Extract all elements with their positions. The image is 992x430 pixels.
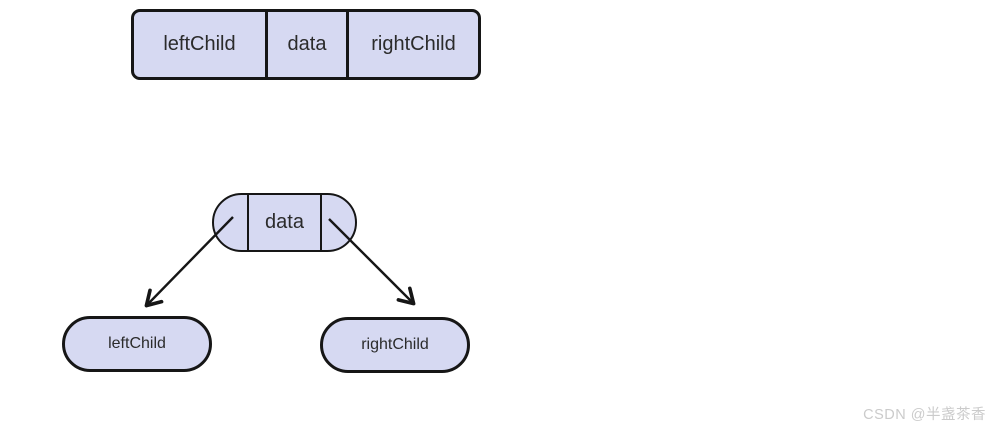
tree-root-node: data bbox=[212, 193, 357, 252]
csdn-watermark: CSDN @半盏茶香 bbox=[863, 407, 986, 423]
root-left-pointer-cell bbox=[214, 195, 247, 250]
left-child-node: leftChild bbox=[62, 316, 212, 372]
struct-cell-label: rightChild bbox=[371, 33, 456, 55]
root-data-label: data bbox=[265, 211, 304, 233]
left-child-label: leftChild bbox=[108, 335, 166, 352]
struct-cell-right-child: rightChild bbox=[349, 12, 478, 77]
right-child-label: rightChild bbox=[361, 336, 429, 353]
root-data-cell: data bbox=[247, 195, 322, 250]
struct-cell-data: data bbox=[268, 12, 349, 77]
struct-cell-label: leftChild bbox=[163, 33, 236, 55]
node-struct-box: leftChild data rightChild bbox=[131, 9, 481, 80]
root-right-pointer-cell bbox=[322, 195, 355, 250]
right-child-node: rightChild bbox=[320, 317, 470, 373]
struct-cell-left-child: leftChild bbox=[134, 12, 268, 77]
struct-cell-label: data bbox=[287, 33, 327, 55]
